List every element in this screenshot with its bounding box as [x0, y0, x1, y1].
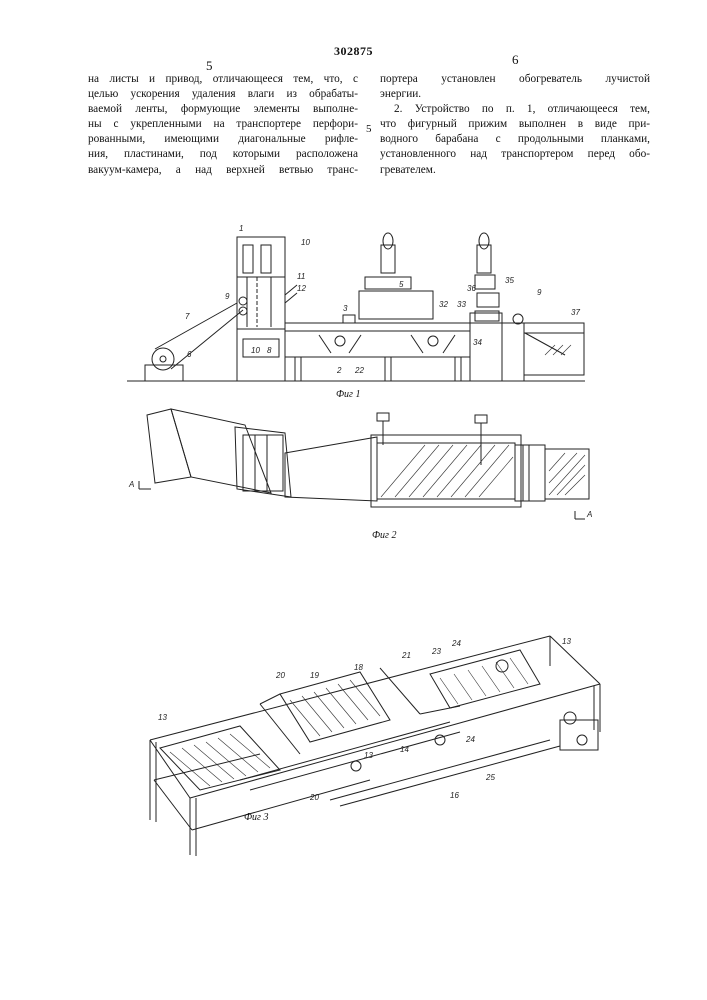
fig1-label: 3 — [343, 304, 348, 313]
fig1-label: 35 — [505, 276, 514, 285]
left-line: ния, пластинами, под которыми расположен… — [88, 147, 358, 162]
right-line: установленного над транспортером перед о… — [380, 147, 650, 162]
fig3-label: 19 — [310, 671, 319, 680]
fig3-label: 21 — [401, 651, 411, 660]
fig1-label: 9 — [537, 288, 542, 297]
fig3-label: 14 — [400, 745, 409, 754]
fig3-label: 25 — [485, 773, 495, 782]
figure-1-caption: Фиг 1 — [336, 389, 360, 400]
fig1-label: 37 — [571, 308, 580, 317]
right-line: энергии. — [380, 87, 650, 102]
left-line: на листы и привод, отличающееся тем, что… — [88, 72, 358, 87]
fig1-label: 33 — [457, 300, 466, 309]
figure-3-caption: Фиг 3 — [244, 812, 268, 823]
left-line: вакуум-камера, а над верхней ветвью тран… — [88, 163, 358, 178]
left-line: целью ускорения удаления влаги из обраба… — [88, 87, 358, 102]
fig3-label: 13 — [158, 713, 167, 722]
fig1-label: 36 — [467, 284, 476, 293]
margin-line-number: 5 — [366, 123, 372, 135]
left-text-column: на листы и привод, отличающееся тем, что… — [88, 72, 358, 178]
left-line: рованными, имеющими диагональные рифле- — [88, 132, 358, 147]
fig3-label: 18 — [354, 663, 363, 672]
fig3-label: 13 — [562, 637, 571, 646]
right-line: гревателем. — [380, 163, 650, 178]
right-text-column: портера установлен обогреватель лучистой… — [380, 72, 650, 178]
right-line: водного барабана с продольными планками, — [380, 132, 650, 147]
figure-3-drawing: 13 20 19 18 21 23 24 13 14 13 20 25 24 1… — [130, 630, 610, 870]
right-line: что фигурный прижим выполнен в виде при- — [380, 117, 650, 132]
fig2-section-mark: A — [586, 510, 592, 519]
fig1-label: 11 — [297, 272, 305, 281]
figure-2-drawing: A A — [125, 405, 595, 530]
fig1-label: 2 — [336, 366, 342, 375]
fig1-label: 5 — [399, 280, 404, 289]
fig3-label: 24 — [451, 639, 461, 648]
fig1-label: 34 — [473, 338, 482, 347]
right-line: 2. Устройство по п. 1, отличающееся тем, — [380, 102, 650, 117]
fig1-label: 6 — [187, 350, 192, 359]
left-line: ны с укрепленными на транспортере перфор… — [88, 117, 358, 132]
fig3-label: 20 — [275, 671, 285, 680]
figure-2-caption: Фиг 2 — [372, 530, 396, 541]
fig1-label: 8 — [267, 346, 272, 355]
fig2-section-mark: A — [128, 480, 134, 489]
fig1-label: 10 — [301, 238, 310, 247]
fig3-label: 23 — [431, 647, 441, 656]
fig3-label: 13 — [364, 751, 373, 760]
fig1-label: 22 — [354, 366, 364, 375]
fig3-label: 20 — [309, 793, 319, 802]
left-line: ваемой ленты, формующие элементы выполне… — [88, 102, 358, 117]
fig1-label: 10 — [251, 346, 260, 355]
figure-1-drawing: 1 10 11 12 9 7 6 10 8 3 5 2 22 32 33 34 … — [125, 215, 595, 405]
fig1-label: 7 — [185, 312, 190, 321]
fig1-label: 12 — [297, 284, 306, 293]
fig1-label: 32 — [439, 300, 448, 309]
right-line: портера установлен обогреватель лучистой — [380, 72, 650, 87]
fig1-label: 1 — [239, 224, 243, 233]
fig1-label: 9 — [225, 292, 230, 301]
patent-number: 302875 — [0, 44, 707, 59]
fig3-label: 24 — [465, 735, 475, 744]
fig3-label: 16 — [450, 791, 459, 800]
column-number-right: 6 — [512, 52, 519, 68]
